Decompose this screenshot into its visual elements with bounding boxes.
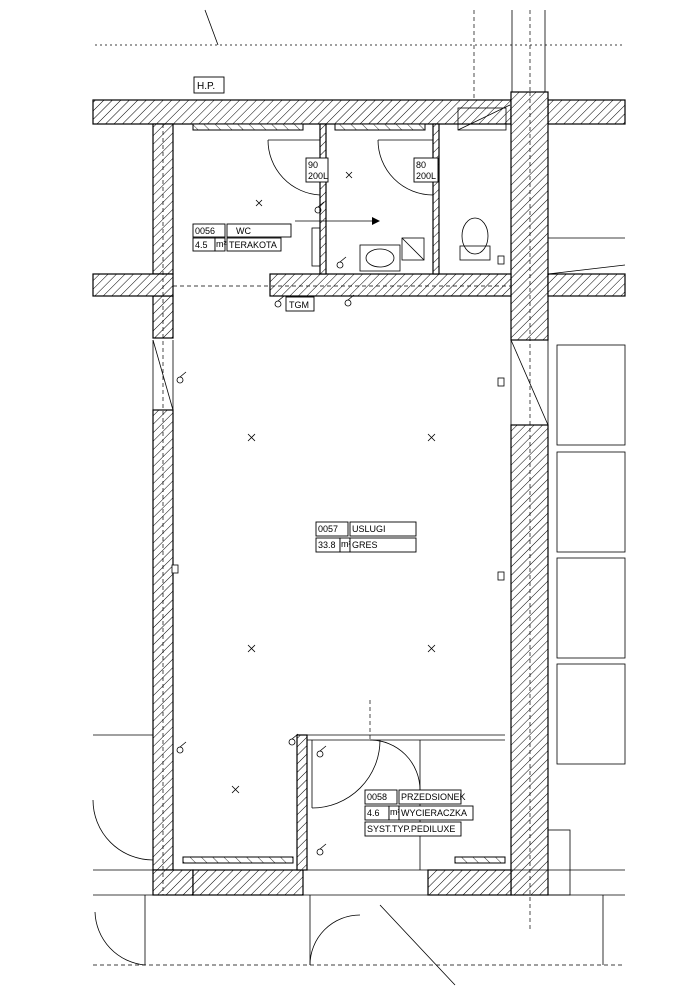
svg-text:SYST.TYP.PEDILUXE: SYST.TYP.PEDILUXE (367, 824, 455, 834)
side-panel-3 (556, 557, 626, 659)
svg-text:0058: 0058 (367, 792, 387, 802)
svg-text:80: 80 (416, 160, 426, 170)
svg-text:WC: WC (236, 226, 251, 236)
room-label-wc: 0056 WC 4.5 m² TERAKOTA (192, 223, 292, 252)
door-label-right: 80 200L (413, 157, 439, 183)
svg-text:33.8: 33.8 (318, 540, 336, 550)
wall-right-lower (510, 424, 549, 896)
corner-detail (547, 829, 571, 896)
svg-text:TERAKOTA: TERAKOTA (229, 240, 277, 250)
svg-text:USLUGI: USLUGI (352, 524, 386, 534)
door-label-left: 90 200L (305, 157, 329, 183)
door-arc-exterior-1 (94, 911, 146, 966)
wall-right-stub (547, 273, 626, 297)
side-panel-4 (556, 663, 626, 765)
door-arc-left (92, 799, 154, 861)
svg-text:WYCIERACZKA: WYCIERACZKA (401, 808, 467, 818)
wall-top (92, 99, 512, 125)
tgm-label: TGM (285, 296, 315, 312)
svg-text:4.5: 4.5 (195, 240, 208, 250)
arrow-head-icon (372, 217, 380, 225)
wall-left-stub (92, 273, 174, 297)
room-label-przedsionek: 0058 PRZEDSIONEK 4.6 m² WYCIERACZKA SYST… (364, 789, 474, 837)
door-arc-exterior-2 (309, 914, 361, 966)
ext-diag (379, 904, 456, 986)
wall-bottom-right (427, 869, 512, 896)
vestibule-wall-left (296, 734, 308, 871)
svg-text:4.6: 4.6 (367, 808, 380, 818)
svg-text:200L: 200L (416, 171, 436, 181)
window-left-diag (152, 339, 174, 411)
door-arc-vestibule-1 (311, 739, 381, 809)
svg-text:TGM: TGM (289, 300, 309, 310)
door-arc-vestibule-2 (369, 739, 421, 791)
window-top-wc2 (334, 123, 426, 131)
door-arc-wc-right (377, 139, 434, 196)
svg-text:90: 90 (308, 160, 318, 170)
radiator-icon (311, 227, 321, 267)
wall-left-lower (152, 409, 174, 871)
svg-text:H.P.: H.P. (197, 81, 215, 92)
wc-wall-vertical-1 (319, 123, 327, 275)
svg-text:200L: 200L (308, 171, 328, 181)
light-fixture-markers (231, 171, 436, 794)
hp-label: H.P. (193, 76, 225, 94)
wc-wall-vertical-2 (432, 123, 440, 275)
socket-symbols (171, 255, 505, 581)
window-right-diag (510, 339, 549, 426)
svg-text:GRES: GRES (352, 540, 378, 550)
window-bottom-1 (182, 856, 294, 864)
svg-text:m²: m² (216, 239, 227, 249)
svg-text:m²: m² (390, 807, 401, 817)
svg-text:0056: 0056 (195, 226, 215, 236)
wall-bottom-left (152, 869, 194, 896)
svg-text:m²: m² (341, 539, 352, 549)
sink-icon (359, 244, 401, 272)
svg-text:0057: 0057 (318, 524, 338, 534)
leader-line (204, 9, 219, 46)
wc-wall-horizontal (269, 273, 512, 297)
shower-tray-icon (401, 237, 425, 261)
window-top-wc (192, 123, 304, 131)
svg-text:PRZEDSIONEK: PRZEDSIONEK (401, 792, 466, 802)
door-arc-wc-left (267, 139, 321, 196)
stair-leader (457, 104, 511, 131)
room-label-uslugi: 0057 USLUGI 33.8 m² GRES (315, 521, 417, 553)
wall-line-2 (547, 264, 626, 275)
wall-right-column (510, 91, 549, 341)
toilet-icon (459, 217, 491, 261)
side-panel-2 (556, 451, 626, 553)
window-bottom-2 (454, 856, 506, 864)
switch-symbols (176, 201, 355, 856)
wall-bottom-mid (192, 869, 304, 896)
side-panel-1 (556, 344, 626, 446)
wall-top-right (547, 99, 626, 125)
vent-shaft (457, 107, 507, 131)
